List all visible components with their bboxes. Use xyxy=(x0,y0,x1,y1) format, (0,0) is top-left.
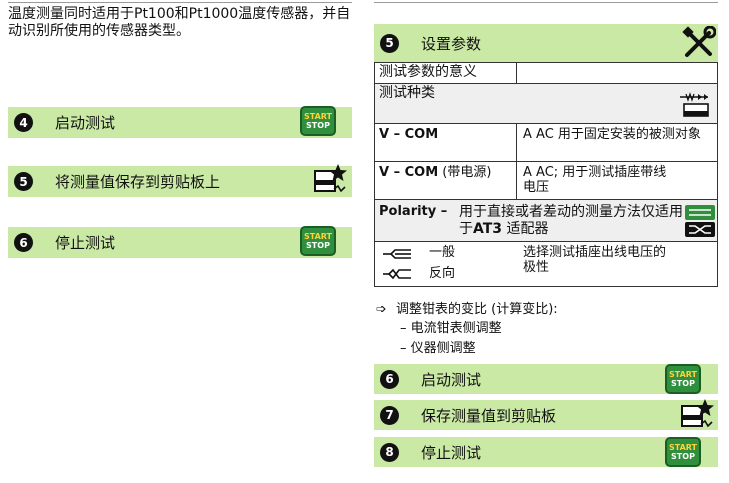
test-type-label: 测试种类 xyxy=(379,85,435,101)
step-stop-test: 8 停止测试 xyxy=(374,437,718,467)
step-set-parameters: 5 设置参数 xyxy=(374,24,718,62)
stop-label: STOP xyxy=(306,241,330,250)
polarity-toggle-icon[interactable] xyxy=(685,205,715,237)
start-label: START xyxy=(303,112,333,121)
start-stop-button[interactable]: START STOP xyxy=(300,106,336,136)
step-stop-test: 6 停止测试 xyxy=(8,227,352,258)
polarity-normal-label: 一般 xyxy=(429,245,456,260)
step-number: 5 xyxy=(380,33,399,53)
top-rule-right xyxy=(374,2,718,3)
step-number: 8 xyxy=(380,442,399,462)
table-header-row: 测试参数的意义 xyxy=(375,63,717,84)
clipboard-star-icon[interactable] xyxy=(314,163,348,197)
table-header: 测试参数的意义 xyxy=(379,64,477,80)
table-row-polarity: Polarity – 用于直接或者差动的测量方法仅适用于AT3 适配器 xyxy=(375,200,717,242)
parameter-table: 测试参数的意义 测试种类 V – COM A AC 用于固定安装的被测对象 V … xyxy=(374,62,718,287)
polarity-desc-bold: AT3 xyxy=(473,221,503,237)
step-save-to-clipboard: 5 将测量值保存到剪贴板上 xyxy=(8,166,352,197)
polarity-note: 选择测试插座出线电压的极性 xyxy=(523,245,667,275)
polarity-reverse-label: 反向 xyxy=(429,266,456,281)
adjust-item-instrument: – 仪器侧调整 xyxy=(400,341,476,356)
start-stop-button[interactable]: START STOP xyxy=(665,364,701,394)
step-label: 停止测试 xyxy=(421,443,482,462)
adjust-item-clamp: – 电流钳表侧调整 xyxy=(400,321,502,336)
polarity-desc-suffix: 适配器 xyxy=(502,221,549,237)
column-divider xyxy=(516,124,517,161)
arrow-icon: ➩ xyxy=(376,302,387,317)
start-stop-button[interactable]: START STOP xyxy=(665,437,701,467)
step-number: 6 xyxy=(380,369,399,389)
table-row-v-com: V – COM A AC 用于固定安装的被测对象 xyxy=(375,124,717,162)
step-start-test: 6 启动测试 xyxy=(374,364,718,394)
start-label: START xyxy=(668,443,698,452)
top-rule-left xyxy=(8,2,352,3)
table-row-polarity-options: 一般 反向 选择测试插座出线电压的极性 xyxy=(375,242,717,286)
v-com-supply-label-rest: (带电源) xyxy=(438,165,492,180)
polarity-description: 用于直接或者差动的测量方法仅适用于AT3 适配器 xyxy=(459,204,683,238)
column-divider xyxy=(516,63,517,83)
step-label: 保存测量值到剪贴板 xyxy=(421,406,557,425)
step-number: 4 xyxy=(14,113,33,132)
adjust-instruction: ➩ 调整钳表的变比 (计算变比): xyxy=(376,302,558,318)
polarity-reverse-icon xyxy=(383,268,411,280)
stop-label: STOP xyxy=(671,452,695,461)
table-row-test-type: 测试种类 xyxy=(375,84,717,124)
step-label: 将测量值保存到剪贴板上 xyxy=(55,173,221,191)
v-com-supply-label: V – COM (带电源) xyxy=(379,165,491,180)
v-com-supply-description: A AC; 用于测试插座带线电压 xyxy=(523,165,667,195)
intro-paragraph: 温度测量同时适用于Pt100和Pt1000温度传感器，并自动识别所使用的传感器类… xyxy=(8,6,351,39)
start-label: START xyxy=(668,370,698,379)
step-number: 6 xyxy=(14,233,33,252)
tools-icon[interactable] xyxy=(682,26,716,60)
polarity-desc-prefix: 用于直接或者差动的测量方法仅适用于 xyxy=(459,204,683,237)
step-start-test: 4 启动测试 xyxy=(8,107,352,138)
v-com-label: V – COM xyxy=(379,127,439,142)
step-label: 启动测试 xyxy=(55,114,116,132)
step-label: 设置参数 xyxy=(421,34,482,53)
step-label: 停止测试 xyxy=(55,234,116,252)
start-stop-button[interactable]: START STOP xyxy=(300,226,336,256)
stop-label: STOP xyxy=(306,121,330,130)
clipboard-star-icon[interactable] xyxy=(681,398,715,432)
step-label: 启动测试 xyxy=(421,370,482,389)
stop-label: STOP xyxy=(671,379,695,388)
step-number: 7 xyxy=(380,405,399,425)
polarity-normal-icon xyxy=(383,249,411,259)
v-com-supply-label-bold: V – COM xyxy=(379,165,439,180)
table-row-v-com-supply: V – COM (带电源) A AC; 用于测试插座带线电压 xyxy=(375,162,717,200)
adjust-text: 调整钳表的变比 (计算变比): xyxy=(396,302,558,317)
step-number: 5 xyxy=(14,172,33,191)
start-label: START xyxy=(303,232,333,241)
v-com-description: A AC 用于固定安装的被测对象 xyxy=(523,127,701,142)
step-save-to-clipboard: 7 保存测量值到剪贴板 xyxy=(374,400,718,430)
column-divider xyxy=(516,162,517,199)
test-type-icon xyxy=(680,92,709,117)
polarity-label: Polarity – xyxy=(379,204,448,219)
